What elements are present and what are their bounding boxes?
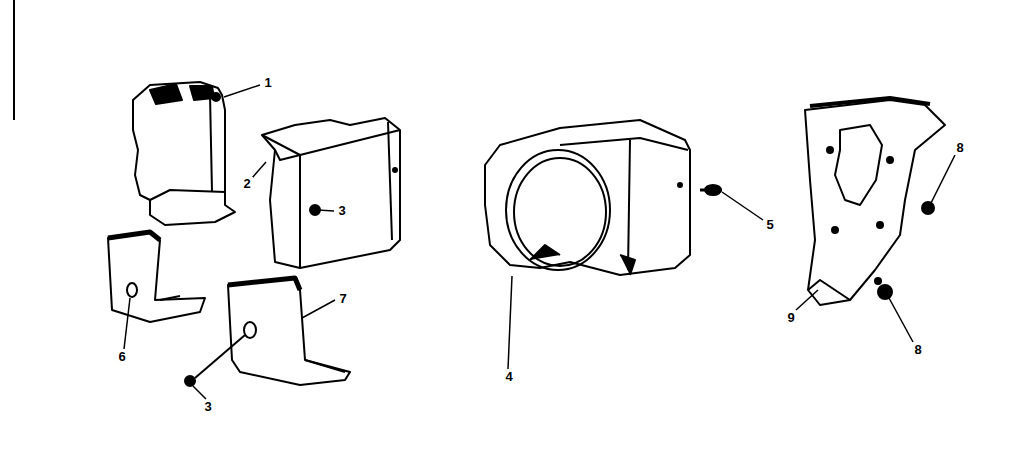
border-line	[13, 0, 15, 120]
leader-lines	[124, 85, 955, 399]
blower-housing	[485, 120, 690, 275]
screw	[700, 185, 722, 195]
callout-number: 2	[241, 177, 252, 191]
callout-number: 8	[954, 141, 965, 155]
callout-number: 7	[337, 292, 348, 306]
callout-number: 9	[785, 311, 796, 325]
callout-number: 8	[912, 343, 923, 357]
back-plate	[805, 98, 945, 305]
callout-number: 1	[262, 76, 273, 90]
callout-number: 4	[503, 370, 514, 384]
callout-number: 5	[764, 218, 775, 232]
callout-number: 6	[116, 350, 127, 364]
screw	[185, 335, 245, 386]
shield-left	[108, 232, 205, 322]
shroud-right	[262, 118, 400, 268]
shroud-left	[133, 82, 235, 225]
callout-number: 3	[202, 400, 213, 414]
callout-number: 3	[336, 204, 347, 218]
shield-right	[228, 278, 350, 385]
screw	[875, 202, 934, 299]
